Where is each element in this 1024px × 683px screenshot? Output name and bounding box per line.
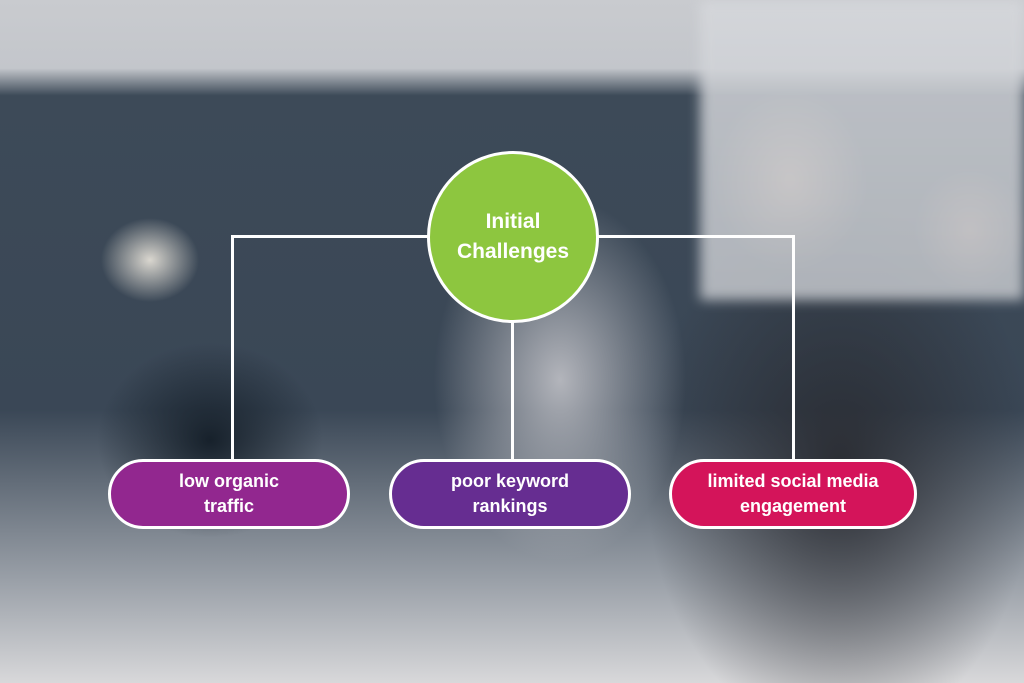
node-label-line2: traffic <box>203 496 254 516</box>
child-node-low-organic-traffic: low organic traffic <box>108 459 350 529</box>
node-label-line1: limited social media <box>707 471 879 491</box>
node-label-line2: rankings <box>472 496 548 516</box>
node-label-line1: low organic <box>178 471 279 491</box>
connector-right <box>792 235 795 461</box>
connector-center <box>511 315 514 461</box>
root-label-line2: Challenges <box>456 240 570 263</box>
child-node-poor-keyword-rankings: poor keyword rankings <box>389 459 631 529</box>
background-wall <box>700 0 1024 300</box>
node-label-line2: engagement <box>739 496 847 516</box>
connector-left <box>231 235 234 461</box>
root-label-line1: Initial <box>485 210 541 233</box>
node-label-line1: poor keyword <box>450 471 570 491</box>
child-node-limited-social-media-engagement: limited social media engagement <box>669 459 917 529</box>
